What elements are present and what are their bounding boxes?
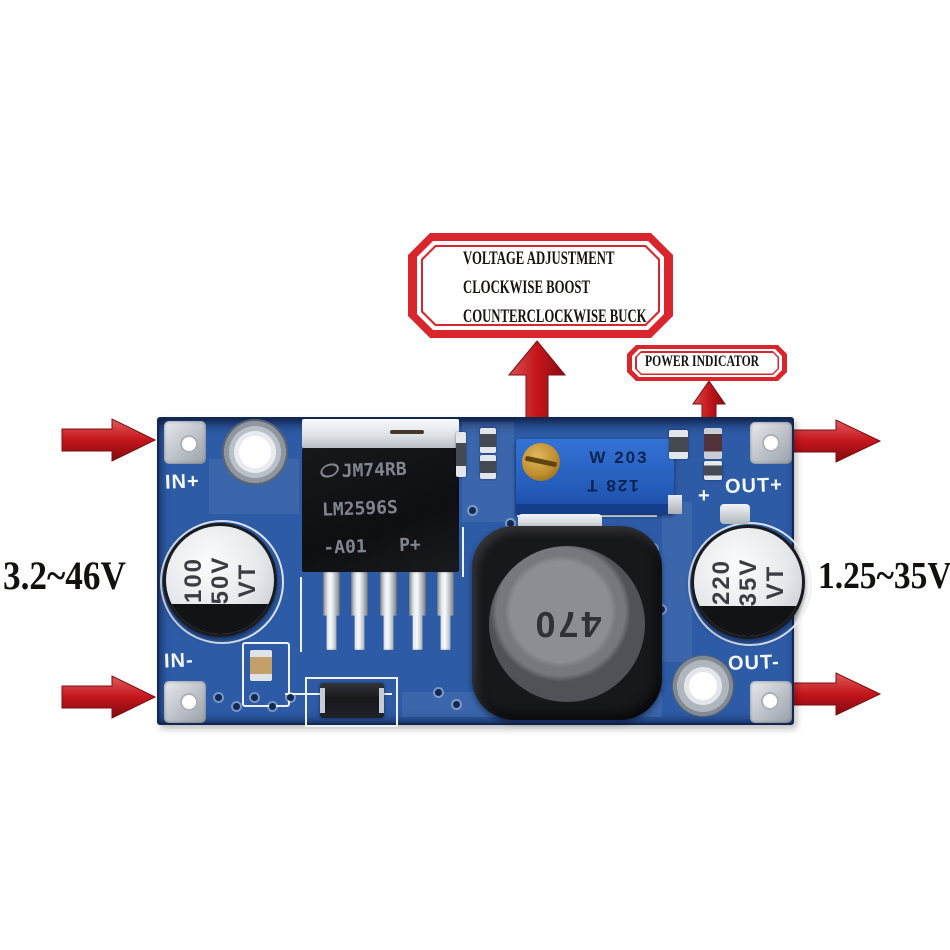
input-arrow-top-icon [61,418,157,462]
ic-tab [302,419,459,448]
ic-marking-line1: JM74RB [318,450,419,491]
diode-end-left [320,688,325,713]
ic-pin [409,572,426,650]
input-capacitor: 100 50V VT [163,523,277,637]
output-cap-silk-circle [688,522,812,646]
output-capacitor-sleeve [694,605,802,636]
trimmer-pot: W 203 128 T [516,439,682,514]
output-capacitor-face [694,528,802,636]
power-indicator-arrow-icon [692,380,726,420]
voltage-callout-line3: COUNTERCLOCKWISE BUCK [463,306,647,327]
out-plus-hole [762,434,780,452]
out-minus-pad [750,681,792,723]
inductor-marking: 470 [532,604,602,645]
trimmer-screw-slot [524,455,558,468]
input-capacitor-sleeve [166,603,274,634]
pcb-trace [662,502,692,662]
via [469,507,476,514]
mounting-hole-bottom-right [672,655,734,717]
smd-resistor [480,455,496,479]
trimmer-contact [668,495,682,514]
trimmer-screw [522,443,560,481]
input-cap-line2: 50V [206,555,234,605]
voltage-callout-line2: CLOCKWISE BOOST [463,277,590,298]
output-cap-line1: 220 [707,558,735,606]
smd-resistor [456,432,466,477]
power-indicator-callout: POWER INDICATOR [627,345,787,381]
output-voltage-range: 1.25~35V [818,555,950,597]
trimmer-marking-line1: W 203 [589,448,649,467]
output-cap-line2: 35V [734,557,762,607]
via [287,694,294,701]
smd-silk-outline [242,642,290,707]
output-arrow-top-icon [789,419,882,463]
in-plus-pad [164,421,206,464]
via [453,701,460,708]
trimmer-marking-line2: 128 T [585,476,639,495]
callout-inner-line [421,245,660,326]
via [215,694,222,701]
in-minus-pad [164,681,206,723]
input-cap-silk-circle [160,520,284,644]
output-cap-glue [720,504,750,524]
in-plus-hole [180,435,198,453]
voltage-callout-line1: VOLTAGE ADJUSTMENT [463,248,615,269]
input-cap-line1: 100 [179,556,207,604]
ic-pin [351,572,368,650]
label-in-minus: IN- [163,649,195,673]
power-indicator-label: POWER INDICATOR [645,353,760,370]
input-cap-line3: VT [233,562,261,598]
out-plus-pad [750,422,792,464]
input-capacitor-face [166,526,274,634]
inductor-core: 470 [489,546,645,702]
diode-body [320,683,384,718]
natsemi-logo-icon [318,463,341,478]
via [233,703,240,710]
power-callout-fill [637,353,778,374]
smd-capacitor [250,650,272,681]
ic-tab-mark [390,430,424,434]
via [435,689,442,696]
silk-line [300,577,302,652]
ic-pin [437,572,454,650]
output-capacitor: 220 35V VT [691,525,805,639]
ic-pin [380,572,397,650]
callout-inner-white [417,241,664,330]
label-out-minus: OUT- [727,651,781,675]
diode-silk-outline [305,677,398,727]
pcb-board: JM74RB LM2596S -A01 P+ W 203 128 T [157,417,812,727]
smd-resistor [704,461,722,480]
output-cap-line3: VT [761,564,789,600]
ic-marking-line3: -A01 P+ [322,534,422,559]
in-minus-hole [180,693,198,711]
power-callout-white [632,349,782,377]
label-out-plus: OUT+ [724,473,784,499]
smd-resistor [480,428,496,453]
voltage-adjust-arrow-icon [507,340,567,426]
trimmer-bottom-strip [516,504,674,514]
via [507,520,514,527]
diode-end-right [379,688,384,713]
power-callout-line [635,351,779,375]
power-led [704,428,722,459]
via [269,703,276,710]
out-minus-hole [761,692,779,710]
ic-marking-line2: LM2596S [321,497,399,521]
ic-pin [323,572,340,650]
callout-inner-fill [423,247,658,324]
label-in-plus: IN+ [164,470,201,494]
output-arrow-bottom-icon [789,672,882,716]
input-arrow-bottom-icon [61,675,157,719]
mounting-hole-top-left [222,419,288,485]
smd-resistor [669,430,688,459]
via [251,694,258,701]
input-voltage-range: 3.2~46V [3,553,126,598]
silk-line [462,527,464,577]
ic-body: JM74RB LM2596S -A01 P+ [302,448,459,572]
inductor-body: 470 [472,526,662,720]
label-plus-mark: + [698,485,711,507]
voltage-adjustment-callout: VOLTAGE ADJUSTMENT CLOCKWISE BOOST COUNT… [408,233,673,338]
